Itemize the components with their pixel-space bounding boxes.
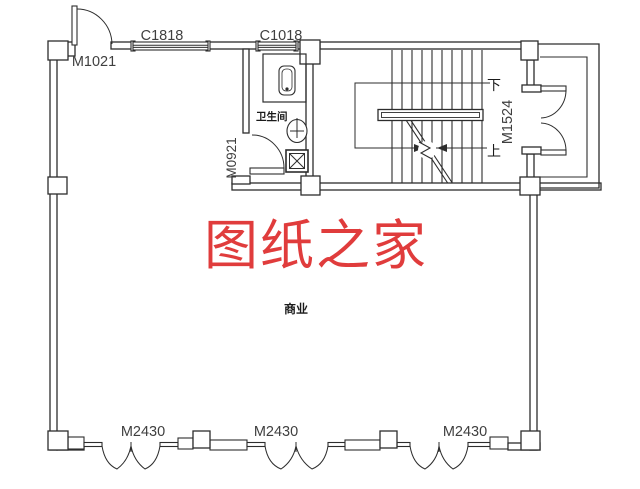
wall-top-seg1 (110, 41, 134, 50)
window-c1818 (130, 40, 211, 52)
wall-left (49, 41, 58, 451)
pier (67, 436, 85, 450)
watermark-text: 图纸之家 (204, 216, 428, 276)
label-door-m2430-2: M2430 (254, 424, 298, 440)
wall-right (529, 189, 538, 451)
wall-lobby-inner (540, 56, 588, 178)
wall-bath-door-jamb (231, 175, 251, 185)
wall-stair-right-lower (526, 153, 535, 180)
sill (246, 441, 266, 448)
label-door-m1021: M1021 (72, 54, 116, 70)
wall-stair-right-upper (526, 59, 535, 88)
door-m2430-3 (409, 442, 469, 470)
label-door-m1524: M1524 (500, 100, 516, 144)
wall-top-seg4 (319, 41, 523, 50)
column (47, 176, 68, 195)
door-jamb (521, 146, 542, 155)
door-leaf (540, 85, 567, 92)
wall-lobby-outer (538, 43, 600, 189)
wall-interior-horizontal (231, 182, 602, 191)
label-door-m2430-3: M2430 (443, 424, 487, 440)
door-m0921 (249, 134, 285, 175)
sill (83, 441, 103, 448)
basin-icon (286, 118, 308, 144)
floor-drain-icon (285, 149, 309, 173)
wall-bath-left (242, 48, 250, 134)
door-m2430-2 (264, 442, 329, 470)
door-swing-arc (540, 89, 567, 119)
column (379, 430, 398, 449)
sill (396, 441, 411, 448)
stair-break-line (403, 115, 454, 186)
column (520, 430, 541, 451)
stair-rail (377, 108, 484, 122)
column (299, 39, 321, 65)
door-leaf (540, 149, 567, 156)
pier (177, 437, 194, 450)
label-door-m2430-1: M2430 (121, 424, 165, 440)
column (300, 175, 321, 196)
door-swing-arc (540, 122, 567, 152)
label-stair-down: 下 (487, 79, 501, 94)
door-m2430-1 (101, 442, 161, 470)
sill (159, 441, 179, 448)
door-m1021 (71, 5, 113, 46)
columns (47, 39, 541, 451)
sill (327, 441, 346, 448)
toilet-icon (278, 65, 296, 96)
label-window-c1818: C1818 (141, 28, 184, 44)
column (47, 40, 69, 61)
column (47, 430, 69, 451)
label-window-c1018: C1018 (260, 28, 303, 44)
door-jamb (521, 84, 542, 93)
column (192, 430, 211, 449)
interior-walls (231, 43, 602, 191)
toilet-stall (262, 53, 307, 103)
door-swing-arc (251, 134, 285, 169)
door-leaf (71, 5, 78, 46)
stair-arrow-left-icon (437, 144, 447, 152)
column (519, 176, 541, 196)
label-room-bathroom: 卫生间 (256, 110, 288, 123)
label-door-m0921: M0921 (224, 137, 239, 178)
pier-long (209, 439, 248, 451)
wall-top-seg2 (207, 41, 259, 50)
door-swing-arc (76, 8, 113, 45)
sill (467, 441, 491, 448)
pier (489, 436, 509, 450)
column (520, 40, 539, 61)
label-stair-up: 上 (487, 144, 501, 160)
window-c1018 (255, 40, 299, 52)
door-leaf (249, 167, 285, 175)
door-m1524 (521, 84, 567, 156)
pier-long (344, 439, 381, 451)
stair-walk-lines (354, 82, 490, 152)
label-room-main: 商业 (284, 301, 308, 316)
